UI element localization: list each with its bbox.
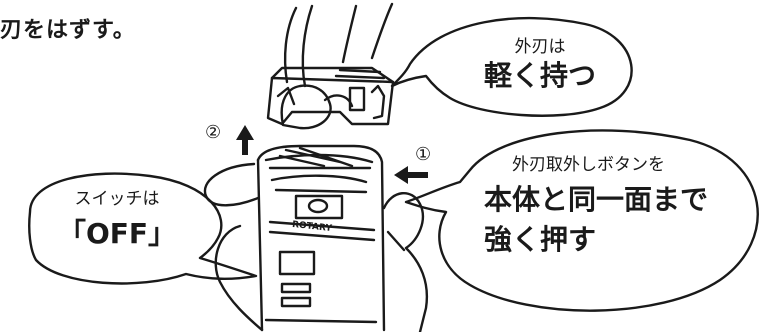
outer-blade-callout-line1: 外刃は: [514, 37, 566, 57]
left-arrow: [394, 166, 428, 184]
switch-callout-line1: スイッチは: [74, 189, 160, 209]
release-button-callout-line2: 本体と同一面まで: [484, 183, 709, 216]
release-button-callout-line1: 外刃取外しボタンを: [512, 155, 665, 175]
outer-blade-drawing: [266, 66, 395, 126]
outer-blade-callout-line2: 軽く持つ: [483, 59, 596, 92]
step-2-number: ②: [205, 122, 222, 143]
upper-hand-drawing: [280, 2, 394, 130]
page-title: 刃をはずす。: [0, 18, 136, 43]
release-button-callout-bubble: [404, 129, 759, 312]
switch-callout-bubble: [28, 172, 258, 285]
shaver-body-drawing: [256, 144, 386, 332]
switch-callout-line2: 「OFF」: [57, 217, 177, 250]
step-1-number: ①: [415, 144, 432, 165]
release-button-callout-line3: 強く押す: [484, 223, 597, 256]
lower-hand-drawing: [203, 162, 429, 332]
outer-blade-callout-bubble: [390, 16, 633, 117]
up-arrow: [236, 125, 254, 155]
